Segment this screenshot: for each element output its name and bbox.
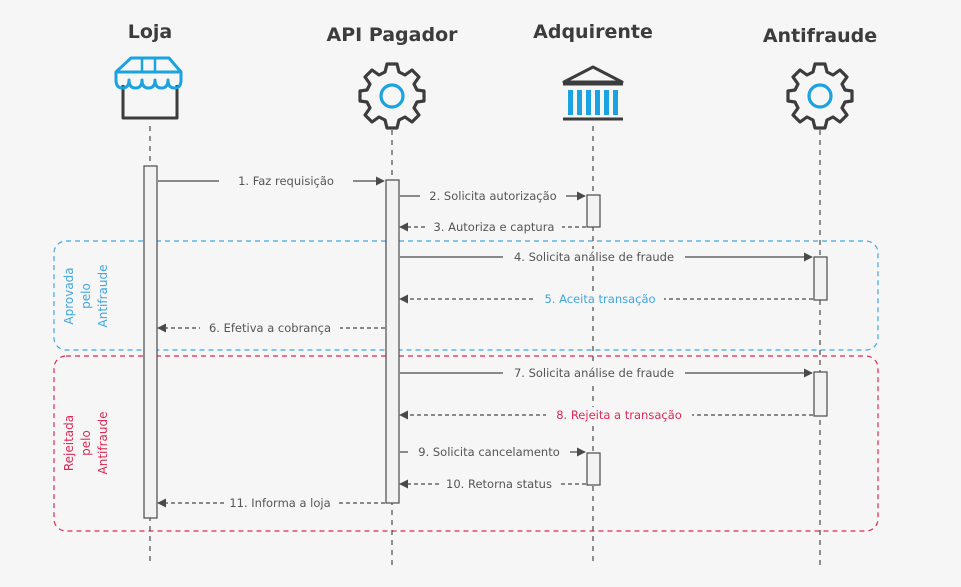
message-label: 1. Faz requisição bbox=[238, 174, 334, 188]
activation-bar-antifraude bbox=[813, 371, 828, 417]
message-label: 4. Solicita análise de fraude bbox=[514, 250, 674, 264]
actor-title-adquirente: Adquirente bbox=[533, 21, 653, 43]
approved-group-frame bbox=[53, 240, 879, 351]
actor-title-antifraude: Antifraude bbox=[763, 25, 877, 47]
message-label: 11. Informa a loja bbox=[229, 496, 330, 510]
activation-bar-adquirente bbox=[586, 452, 601, 486]
message-label: 6. Efetiva a cobrança bbox=[209, 321, 331, 335]
gear-icon bbox=[358, 62, 426, 130]
approved-group-label: Aprovada bbox=[62, 267, 76, 324]
store-icon bbox=[114, 56, 183, 120]
activation-bar-loja bbox=[143, 165, 158, 519]
approved-group-label: Antifraude bbox=[96, 265, 110, 328]
actor-title-loja: Loja bbox=[128, 21, 173, 43]
message-label: 8. Rejeita a transação bbox=[556, 408, 682, 422]
message-label: 9. Solicita cancelamento bbox=[418, 445, 560, 459]
bank-icon bbox=[562, 65, 624, 121]
activation-bar-adquirente bbox=[586, 194, 601, 228]
message-label: 3. Autoriza e captura bbox=[434, 220, 555, 234]
activation-bar-api-pagador bbox=[385, 179, 400, 504]
message-label: 7. Solicita análise de fraude bbox=[514, 366, 674, 380]
approved-group-label: pelo bbox=[79, 283, 93, 309]
gear-icon bbox=[786, 62, 854, 130]
rejected-group-label: Rejeitada bbox=[62, 415, 76, 471]
rejected-group-frame bbox=[53, 355, 879, 532]
message-label: 2. Solicita autorização bbox=[429, 189, 556, 203]
message-label: 10. Retorna status bbox=[446, 477, 552, 491]
actor-title-api-pagador: API Pagador bbox=[327, 24, 459, 46]
rejected-group-label: pelo bbox=[79, 430, 93, 456]
rejected-group-label: Antifraude bbox=[96, 412, 110, 475]
message-label: 5. Aceita transação bbox=[544, 292, 655, 306]
activation-bar-antifraude bbox=[813, 256, 828, 301]
